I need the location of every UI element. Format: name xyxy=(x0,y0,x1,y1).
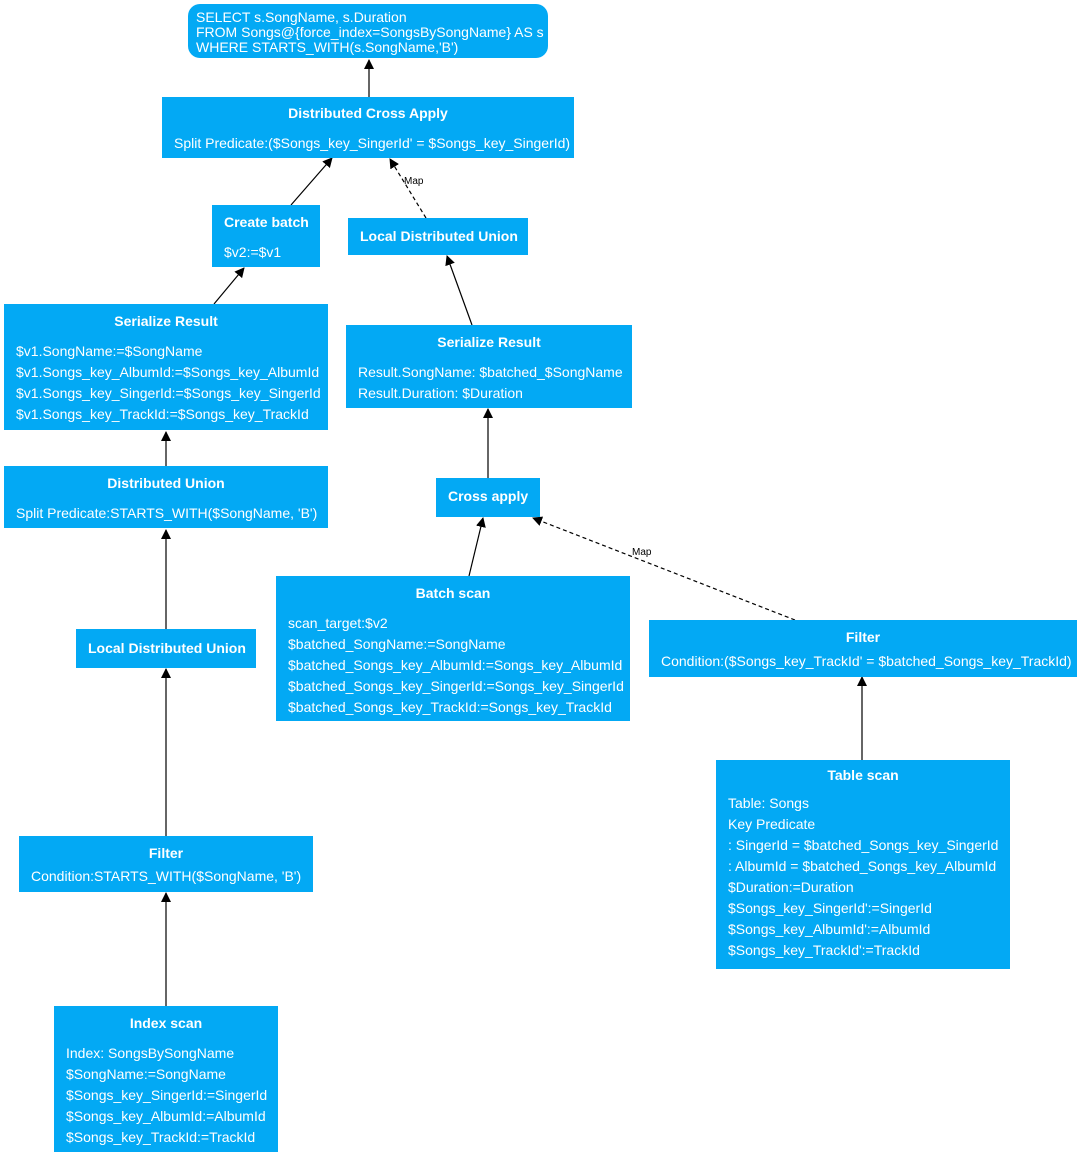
query-node: SELECT s.SongName, s.Duration FROM Songs… xyxy=(188,4,548,58)
node-line: $v2:=$v1 xyxy=(224,244,282,260)
node-line: Result.Duration: $Duration xyxy=(358,385,523,401)
node-create-batch: Create batch $v2:=$v1 xyxy=(212,205,320,267)
node-line: $v1.Songs_key_TrackId:=$Songs_key_TrackI… xyxy=(16,406,309,422)
node-title: Table scan xyxy=(827,767,899,783)
node-line: $Songs_key_AlbumId:=AlbumId xyxy=(66,1108,266,1124)
node-line: Condition:STARTS_WITH($SongName, 'B') xyxy=(31,868,302,884)
node-distributed-cross-apply: Distributed Cross Apply Split Predicate:… xyxy=(162,97,574,158)
node-title: Local Distributed Union xyxy=(88,640,246,656)
node-title: Serialize Result xyxy=(114,313,218,329)
node-line: $batched_Songs_key_SingerId:=Songs_key_S… xyxy=(288,678,624,694)
node-batch-scan: Batch scan scan_target:$v2 $batched_Song… xyxy=(276,576,630,721)
node-index-scan: Index scan Index: SongsBySongName $SongN… xyxy=(54,1006,278,1152)
node-line: $batched_Songs_key_AlbumId:=Songs_key_Al… xyxy=(288,657,623,673)
node-line: $SongName:=SongName xyxy=(66,1066,226,1082)
node-line: $batched_SongName:=SongName xyxy=(288,636,506,652)
node-cross-apply: Cross apply xyxy=(436,478,540,517)
node-title: Batch scan xyxy=(415,585,491,601)
node-title: Cross apply xyxy=(448,488,529,504)
node-line: Key Predicate xyxy=(728,816,816,832)
edge-label-map-bottom: Map xyxy=(632,547,652,558)
node-distributed-union: Distributed Union Split Predicate:STARTS… xyxy=(4,466,328,528)
node-line: $v1.Songs_key_SingerId:=$Songs_key_Singe… xyxy=(16,385,321,401)
edge-serialize-left-to-createbatch xyxy=(213,267,245,305)
node-line: : AlbumId = $batched_Songs_key_AlbumId xyxy=(728,858,997,874)
node-title: Filter xyxy=(845,629,881,645)
edge-batchscan-to-crossapply xyxy=(468,517,486,577)
node-line: $Songs_key_SingerId':=SingerId xyxy=(728,900,932,916)
node-line: Split Predicate:($Songs_key_SingerId' = … xyxy=(174,135,571,151)
node-title: Distributed Cross Apply xyxy=(288,105,448,121)
node-line: $Duration:=Duration xyxy=(728,879,854,895)
edge-filter-right-to-crossapply-map xyxy=(532,516,796,621)
node-line: $v1.Songs_key_AlbumId:=$Songs_key_AlbumI… xyxy=(16,364,320,380)
node-title: Serialize Result xyxy=(437,334,541,350)
node-filter-right: Filter Condition:($Songs_key_TrackId' = … xyxy=(649,620,1077,677)
edge-createbatch-to-dca xyxy=(290,157,333,206)
node-line: Split Predicate:STARTS_WITH($SongName, '… xyxy=(16,505,318,521)
node-serialize-result-right: Serialize Result Result.SongName: $batch… xyxy=(346,325,632,408)
node-local-distributed-union-right: Local Distributed Union xyxy=(348,218,528,255)
node-line: Table: Songs xyxy=(728,795,809,811)
query-line: SELECT s.SongName, s.Duration xyxy=(196,9,407,25)
node-local-distributed-union-left: Local Distributed Union xyxy=(76,629,256,668)
node-title: Local Distributed Union xyxy=(360,228,518,244)
edge-ldu-right-to-dca-map xyxy=(389,158,427,219)
node-line: scan_target:$v2 xyxy=(288,615,388,631)
edge-label-map-top: Map xyxy=(404,176,424,187)
node-line: $batched_Songs_key_TrackId:=Songs_key_Tr… xyxy=(288,699,612,715)
node-line: : SingerId = $batched_Songs_key_SingerId xyxy=(728,837,999,853)
node-line: Condition:($Songs_key_TrackId' = $batche… xyxy=(661,653,1072,669)
node-serialize-result-left: Serialize Result $v1.SongName:=$SongName… xyxy=(4,304,328,430)
node-line: $Songs_key_TrackId':=TrackId xyxy=(728,942,920,958)
node-title: Distributed Union xyxy=(107,475,225,491)
node-filter-left: Filter Condition:STARTS_WITH($SongName, … xyxy=(19,836,313,892)
node-line: $Songs_key_TrackId:=TrackId xyxy=(66,1129,256,1145)
node-line: $Songs_key_AlbumId':=AlbumId xyxy=(728,921,931,937)
node-line: Result.SongName: $batched_$SongName xyxy=(358,364,623,380)
node-line: $v1.SongName:=$SongName xyxy=(16,343,203,359)
node-line: $Songs_key_SingerId:=SingerId xyxy=(66,1087,268,1103)
query-line: FROM Songs@{force_index=SongsBySongName}… xyxy=(196,24,544,40)
node-title: Filter xyxy=(148,845,184,861)
node-title: Create batch xyxy=(224,214,309,230)
node-title: Index scan xyxy=(129,1015,203,1031)
node-table-scan: Table scan Table: Songs Key Predicate : … xyxy=(716,760,1010,969)
node-line: Index: SongsBySongName xyxy=(66,1045,235,1061)
query-line: WHERE STARTS_WITH(s.SongName,'B') xyxy=(196,39,459,55)
edge-serialize-right-to-ldu-right xyxy=(445,255,473,326)
